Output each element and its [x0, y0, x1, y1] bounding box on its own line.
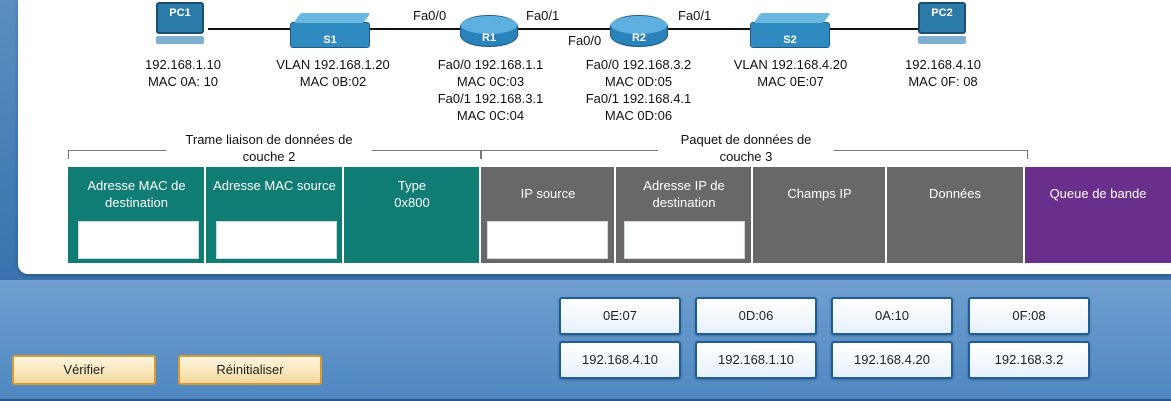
r1-line1: Fa0/0 192.168.1.1 — [437, 57, 544, 72]
dst-mac-field: Adresse MAC de destination — [68, 167, 205, 263]
divider — [751, 167, 753, 263]
pc1-label: PC1 — [156, 2, 204, 34]
pc1-icon: PC1 — [156, 2, 204, 44]
link-r1-r2 — [513, 28, 613, 30]
link-r2-s2 — [663, 28, 773, 30]
tile-ip-192-168-4-10[interactable]: 192.168.4.10 — [559, 341, 681, 379]
s2-mac: MAC 0E:07 — [757, 74, 824, 89]
r2-info: Fa0/0 192.168.3.2 MAC 0D:05 Fa0/1 192.16… — [566, 56, 711, 124]
r1-label: R1 — [481, 32, 497, 44]
r1-line2: MAC 0C:03 — [456, 74, 525, 89]
tile-mac-0d06[interactable]: 0D:06 — [695, 297, 817, 335]
r2-line3: Fa0/1 192.168.4.1 — [585, 91, 692, 106]
r2-line4: MAC 0D:06 — [604, 108, 673, 123]
s1-label: S1 — [323, 34, 337, 46]
pc1-info: 192.168.1.10 MAC 0A: 10 — [128, 56, 238, 90]
s1-mac: MAC 0B:02 — [299, 74, 367, 89]
r2-line1: Fa0/0 192.168.3.2 — [585, 57, 692, 72]
divider — [614, 167, 616, 263]
divider — [885, 167, 887, 263]
s2-label: S2 — [783, 34, 797, 46]
r2-line2: MAC 0D:05 — [604, 74, 673, 89]
pc2-ip: 192.168.4.10 — [905, 57, 981, 72]
divider — [342, 167, 344, 263]
tile-ip-192-168-3-2[interactable]: 192.168.3.2 — [968, 341, 1090, 379]
pc1-ip: 192.168.1.10 — [145, 57, 221, 72]
r1-port-right: Fa0/1 — [526, 8, 560, 23]
layer2-label: Trame liaison de données de couche 2 — [166, 131, 372, 165]
layer3-label: Paquet de données de couche 3 — [658, 131, 834, 165]
pc2-label: PC2 — [918, 2, 966, 34]
tile-mac-0a10[interactable]: 0A:10 — [831, 297, 953, 335]
divider — [1023, 167, 1025, 263]
link-pc1-s1 — [208, 28, 318, 30]
dst-ip-drop-target[interactable] — [624, 221, 745, 259]
r1-line3: Fa0/1 192.168.3.1 — [437, 91, 544, 106]
data-field: Données — [887, 167, 1023, 263]
type-label: Type 0x800 — [394, 178, 430, 210]
src-ip-drop-target[interactable] — [487, 221, 608, 259]
data-label: Données — [928, 186, 982, 201]
verify-button[interactable]: Vérifier — [12, 355, 156, 385]
src-mac-drop-target[interactable] — [216, 221, 337, 259]
src-ip-field: IP source — [481, 167, 615, 263]
src-ip-label: IP source — [520, 186, 576, 201]
pc1-mac: MAC 0A: 10 — [147, 74, 219, 89]
trailer-label: Queue de bande — [1049, 186, 1147, 201]
divider — [479, 167, 481, 263]
divider — [204, 167, 206, 263]
s2-switch-icon: S2 — [750, 22, 830, 48]
dst-mac-label: Adresse MAC de destination — [87, 178, 186, 210]
s2-info: VLAN 192.168.4.20 MAC 0E:07 — [718, 56, 863, 90]
src-mac-field: Adresse MAC source — [206, 167, 343, 263]
link-s1-r1 — [368, 28, 463, 30]
r1-port-left: Fa0/0 — [413, 8, 447, 23]
ip-fields-field: Champs IP — [753, 167, 886, 263]
src-mac-label: Adresse MAC source — [213, 178, 336, 193]
s1-vlan: VLAN 192.168.1.20 — [276, 57, 390, 72]
trailer-field: Queue de bande — [1025, 167, 1171, 263]
s2-vlan: VLAN 192.168.4.20 — [733, 57, 848, 72]
link-s2-pc2 — [828, 28, 928, 30]
dst-ip-label: Adresse IP de destination — [643, 178, 725, 210]
pc2-info: 192.168.4.10 MAC 0F: 08 — [888, 56, 998, 90]
pc2-mac: MAC 0F: 08 — [908, 74, 978, 89]
r1-router-icon: R1 — [460, 15, 518, 47]
type-field: Type 0x800 — [344, 167, 480, 263]
tile-mac-0e07[interactable]: 0E:07 — [559, 297, 681, 335]
dst-mac-drop-target[interactable] — [78, 221, 199, 259]
r2-router-icon: R2 — [610, 15, 668, 47]
r2-port-left: Fa0/0 — [568, 33, 602, 48]
reset-button[interactable]: Réinitialiser — [178, 355, 322, 385]
s1-switch-icon: S1 — [290, 22, 370, 48]
tile-ip-192-168-1-10[interactable]: 192.168.1.10 — [695, 341, 817, 379]
s1-info: VLAN 192.168.1.20 MAC 0B:02 — [263, 56, 403, 90]
dst-ip-field: Adresse IP de destination — [616, 167, 752, 263]
tile-mac-0f08[interactable]: 0F:08 — [968, 297, 1090, 335]
ip-fields-label: Champs IP — [787, 186, 852, 201]
r1-info: Fa0/0 192.168.1.1 MAC 0C:03 Fa0/1 192.16… — [418, 56, 563, 124]
tile-ip-192-168-4-20[interactable]: 192.168.4.20 — [831, 341, 953, 379]
pc2-icon: PC2 — [918, 2, 966, 44]
r2-port-right: Fa0/1 — [678, 8, 712, 23]
r1-line4: MAC 0C:04 — [456, 108, 525, 123]
r2-label: R2 — [631, 32, 647, 44]
